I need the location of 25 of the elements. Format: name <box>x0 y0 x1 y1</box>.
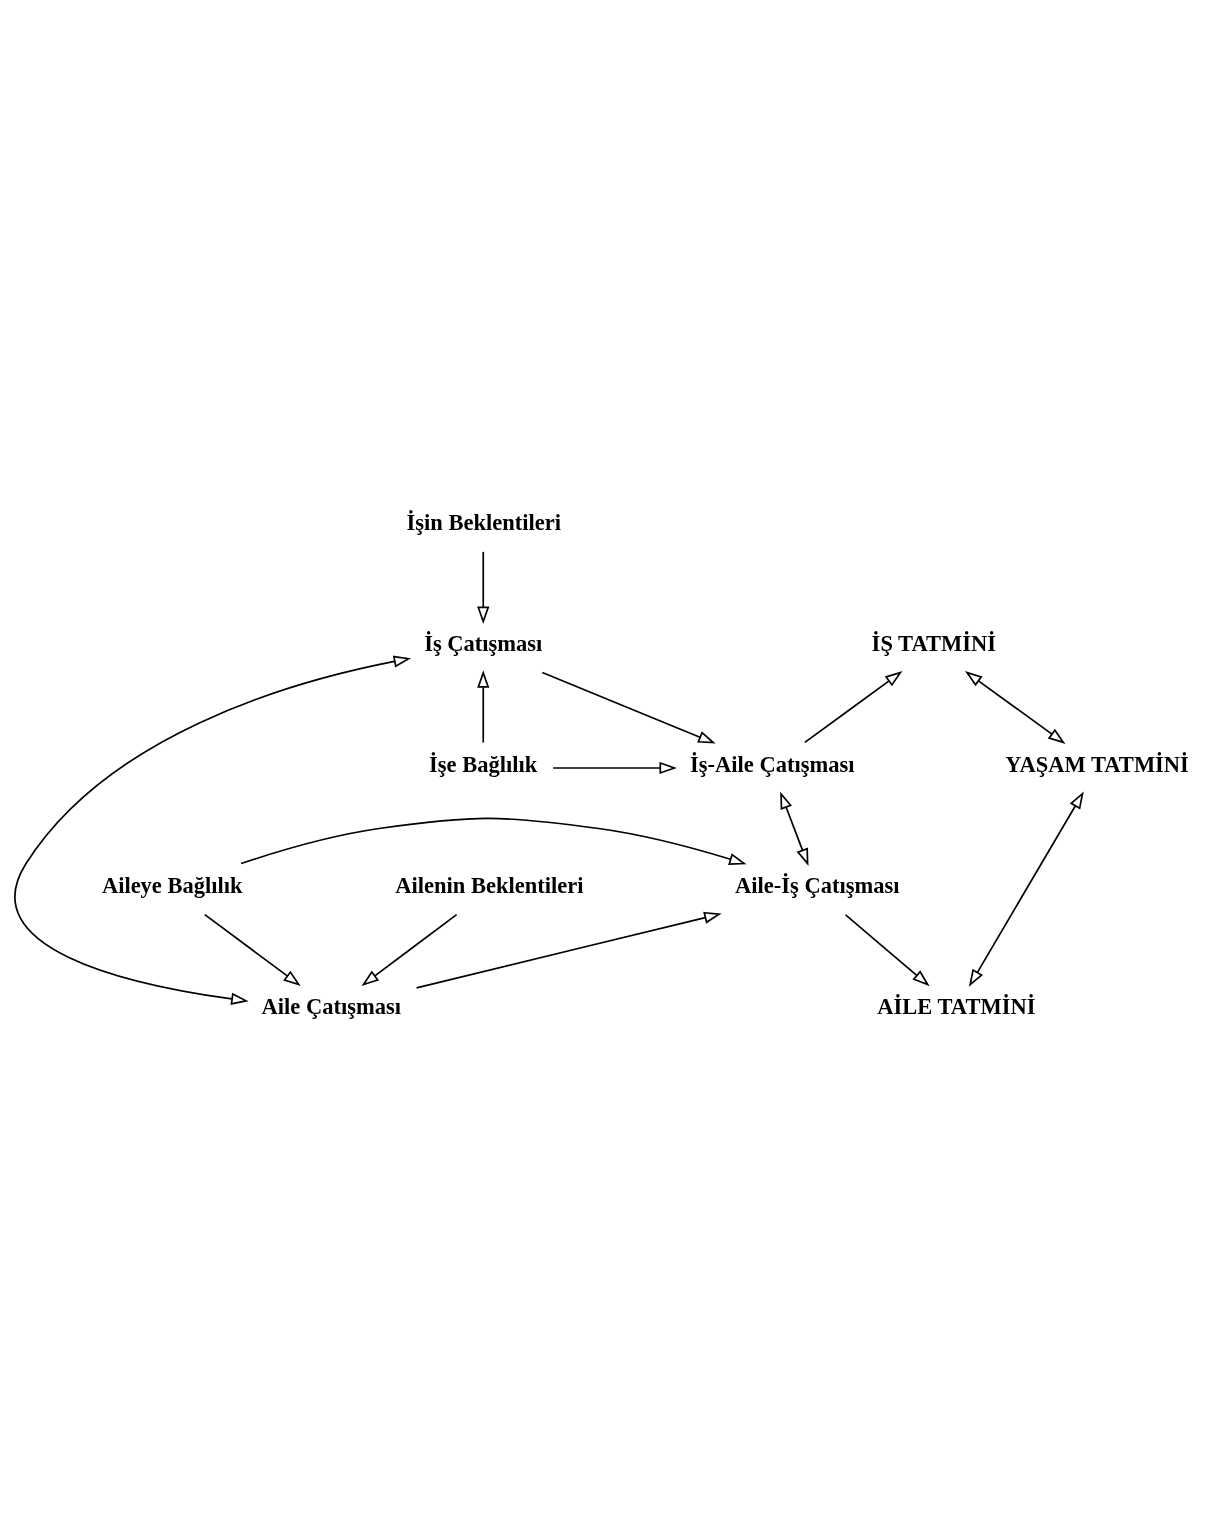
node-text: İş-Aile Çatışması <box>690 751 855 777</box>
arrow <box>477 669 490 743</box>
arrow <box>14 655 412 1005</box>
arrow <box>968 790 1084 987</box>
node-text: İş Çatışması <box>424 630 543 656</box>
arrow <box>240 817 747 865</box>
node-text: Aileye Bağlılık <box>101 872 243 898</box>
node-text: İşin Beklentileri <box>406 509 561 535</box>
node-text: Aile-İş Çatışması <box>735 872 900 898</box>
arrow <box>361 913 458 986</box>
node-text: Ailenin Beklentileri <box>395 872 584 898</box>
node-text: YAŞAM TATMİNİ <box>1005 751 1189 777</box>
node-text: Aile Çatışması <box>261 993 401 1019</box>
arrow <box>964 670 1066 744</box>
arrow <box>541 671 716 744</box>
arrow <box>552 761 677 774</box>
arrow <box>780 791 809 866</box>
arrow <box>477 550 490 624</box>
arrow <box>803 670 903 743</box>
node-text: İşe Bağlılık <box>429 751 538 777</box>
node-text: AİLE TATMİNİ <box>877 993 1036 1019</box>
arrow <box>844 913 930 986</box>
arrow <box>415 911 722 989</box>
arrow <box>203 913 301 986</box>
node-text: İŞ TATMİNİ <box>871 630 997 656</box>
